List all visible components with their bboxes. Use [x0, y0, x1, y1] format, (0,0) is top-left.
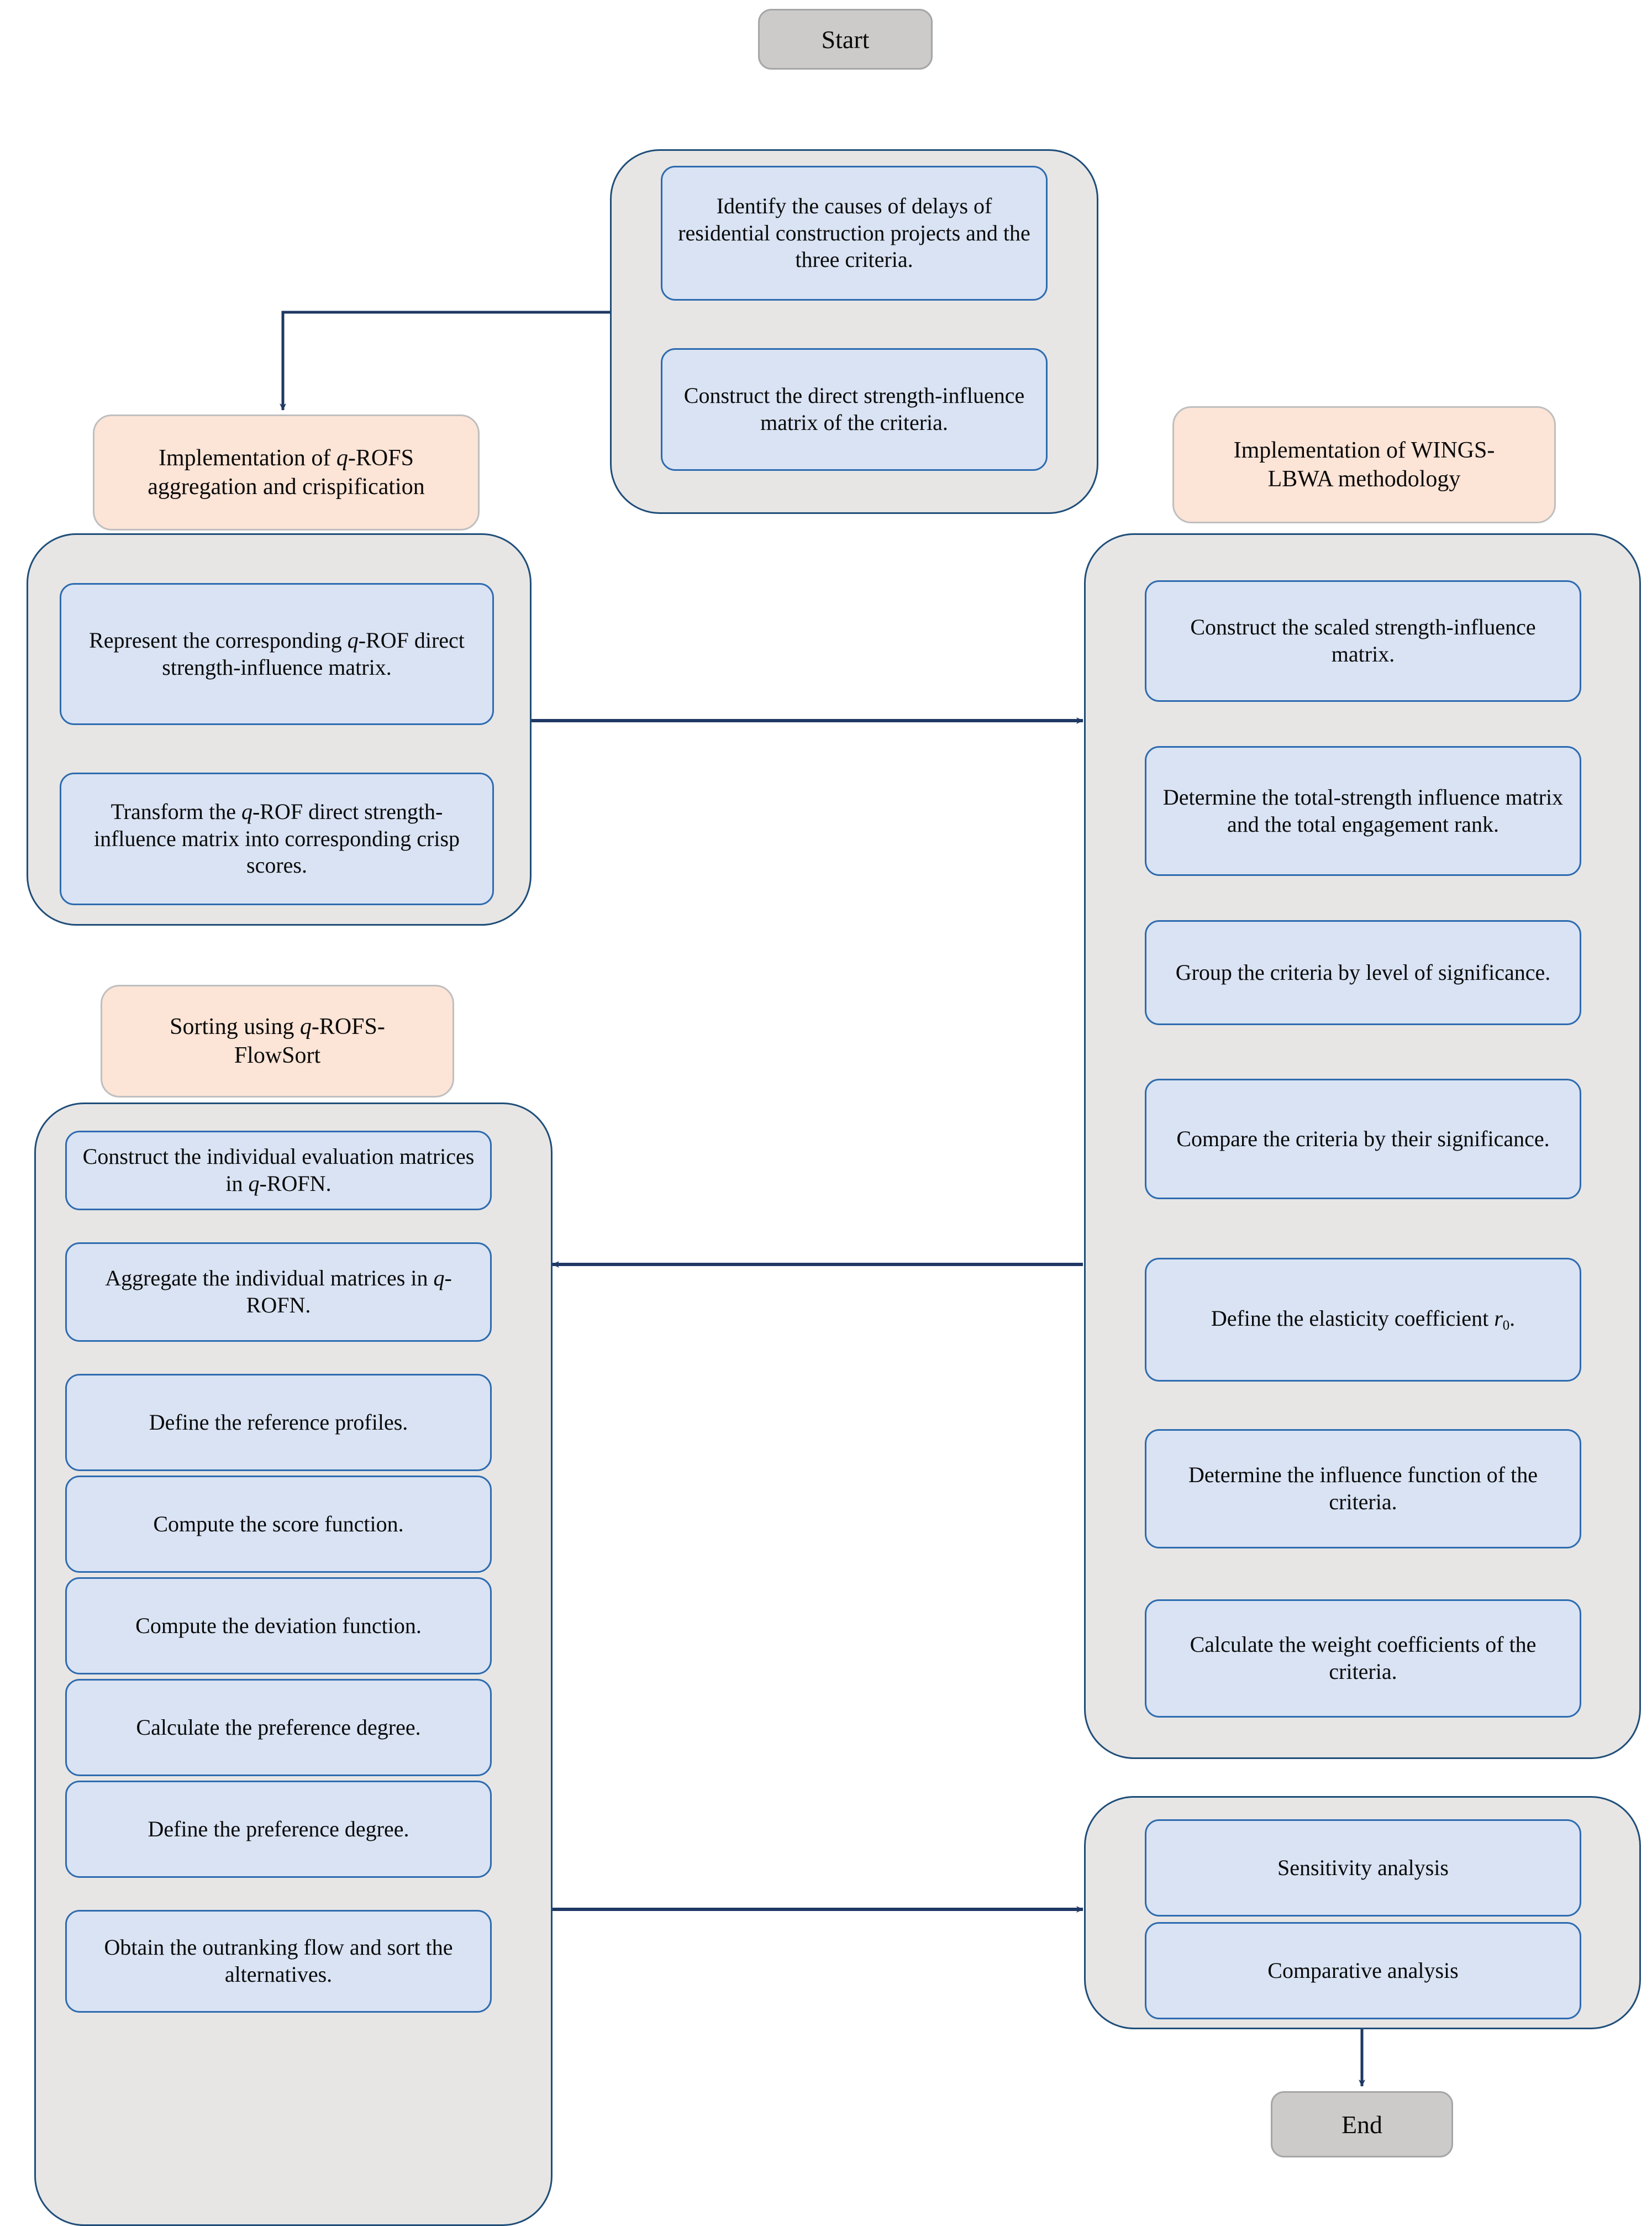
step-represent-qrof-matrix-label: Represent the corresponding q-ROF direct… [89, 627, 465, 680]
step-obtain-outranking-flow[interactable]: Obtain the outranking flow and sort the … [65, 1910, 492, 2013]
step-compute-score-function-label: Compute the score function. [153, 1511, 404, 1536]
step-sensitivity-analysis-label: Sensitivity analysis [1277, 1855, 1449, 1880]
phase-label-wings-lbwa: Implementation of WINGS- LBWA methodolog… [1172, 406, 1556, 523]
step-determine-influence-function-label: Determine the influence function of the … [1188, 1462, 1538, 1514]
end-terminal[interactable]: End [1271, 2091, 1453, 2157]
start-terminal[interactable]: Start [758, 9, 933, 70]
step-define-reference-profiles-label: Define the reference profiles. [149, 1409, 408, 1435]
step-sensitivity-analysis[interactable]: Sensitivity analysis [1145, 1819, 1581, 1917]
step-identify-causes-label: Identify the causes of delays of residen… [678, 193, 1030, 272]
step-compare-criteria[interactable]: Compare the criteria by their significan… [1145, 1079, 1581, 1199]
step-determine-influence-function[interactable]: Determine the influence function of the … [1145, 1429, 1581, 1548]
step-define-preference-degree-label: Define the preference degree. [148, 1816, 409, 1841]
phase-label-flowsort: Sorting using q-ROFS- FlowSort [101, 985, 454, 1098]
step-represent-qrof-matrix[interactable]: Represent the corresponding q-ROF direct… [60, 583, 494, 725]
step-aggregate-individual-matrices[interactable]: Aggregate the individual matrices in q-R… [65, 1242, 492, 1342]
step-obtain-outranking-flow-label: Obtain the outranking flow and sort the … [104, 1935, 453, 1987]
step-define-preference-degree[interactable]: Define the preference degree. [65, 1781, 492, 1878]
step-compute-deviation-function-label: Compute the deviation function. [135, 1613, 422, 1638]
step-define-elasticity-coefficient-label: Define the elasticity coefficient r0. [1211, 1305, 1516, 1333]
arrow-identification-to-qrofs [280, 311, 611, 411]
phase-label-wings-lbwa-text: Implementation of WINGS- LBWA methodolog… [1234, 436, 1495, 494]
phase-label-qrofs-line2: aggregation and crispification [148, 474, 425, 500]
step-compute-deviation-function[interactable]: Compute the deviation function. [65, 1577, 492, 1674]
phase-label-wings-line1: Implementation of WINGS- [1233, 437, 1495, 463]
step-calculate-preference-degree-label: Calculate the preference degree. [136, 1714, 421, 1740]
phase-label-flowsort-line1: Sorting using q-ROFS- [170, 1014, 385, 1040]
step-determine-total-strength[interactable]: Determine the total-strength influence m… [1145, 746, 1581, 876]
step-calculate-preference-degree[interactable]: Calculate the preference degree. [65, 1679, 492, 1776]
phase-label-flowsort-line2: FlowSort [234, 1043, 321, 1068]
phase-label-qrofs-text: Implementation of q-ROFS aggregation and… [148, 444, 424, 502]
end-label: End [1341, 2110, 1383, 2139]
start-label: Start [821, 25, 870, 54]
step-determine-total-strength-label: Determine the total-strength influence m… [1162, 784, 1564, 837]
phase-label-flowsort-text: Sorting using q-ROFS- FlowSort [170, 1012, 385, 1070]
step-identify-causes[interactable]: Identify the causes of delays of residen… [661, 166, 1048, 301]
step-construct-individual-matrices[interactable]: Construct the individual evaluation matr… [65, 1131, 492, 1210]
phase-label-qrofs: Implementation of q-ROFS aggregation and… [93, 414, 480, 531]
step-construct-scaled-matrix[interactable]: Construct the scaled strength-influence … [1145, 580, 1581, 702]
step-construct-individual-matrices-label: Construct the individual evaluation matr… [82, 1144, 475, 1196]
step-aggregate-individual-matrices-label: Aggregate the individual matrices in q-R… [105, 1266, 452, 1317]
step-compare-criteria-label: Compare the criteria by their significan… [1176, 1126, 1550, 1151]
step-comparative-analysis[interactable]: Comparative analysis [1145, 1922, 1581, 2019]
step-define-reference-profiles[interactable]: Define the reference profiles. [65, 1374, 492, 1471]
step-transform-crisp-scores-label: Transform the q-ROF direct strength-infl… [93, 799, 460, 878]
step-compute-score-function[interactable]: Compute the score function. [65, 1476, 492, 1573]
phase-label-qrofs-line1: Implementation of q-ROFS [159, 445, 414, 471]
step-group-criteria-label: Group the criteria by level of significa… [1175, 959, 1551, 985]
step-calculate-weight-coefficients-label: Calculate the weight coefficients of the… [1190, 1632, 1537, 1684]
phase-label-wings-line2: LBWA methodology [1267, 466, 1461, 492]
step-group-criteria[interactable]: Group the criteria by level of significa… [1145, 920, 1581, 1025]
step-define-elasticity-coefficient[interactable]: Define the elasticity coefficient r0. [1145, 1258, 1581, 1382]
step-calculate-weight-coefficients[interactable]: Calculate the weight coefficients of the… [1145, 1599, 1581, 1718]
step-transform-crisp-scores[interactable]: Transform the q-ROF direct strength-infl… [60, 773, 494, 905]
step-construct-direct-matrix-label: Construct the direct strength-influence … [683, 383, 1025, 435]
step-construct-direct-matrix[interactable]: Construct the direct strength-influence … [661, 348, 1048, 471]
step-construct-scaled-matrix-label: Construct the scaled strength-influence … [1190, 615, 1536, 666]
step-comparative-analysis-label: Comparative analysis [1267, 1957, 1459, 1983]
